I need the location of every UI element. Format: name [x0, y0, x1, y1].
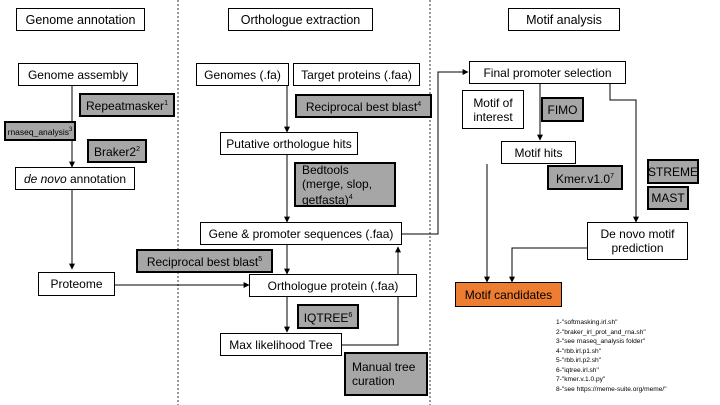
- footnote: 5-"rbb.irl.p2.sh": [556, 357, 601, 364]
- motif-hits-box: Motif hits: [501, 141, 576, 164]
- gene-promoter-sequences-box: Gene & promoter sequences (.faa): [200, 222, 402, 245]
- denovo-motif-prediction-box: De novo motif prediction: [587, 222, 688, 260]
- max-likelihood-tree-box: Max likelihood Tree: [220, 333, 342, 356]
- footnote: 1-"softmasking.irl.sh": [556, 319, 618, 326]
- footnote: 2-"braker_irl_prot_and_rna.sh": [556, 328, 646, 336]
- braker2-box: Braker22: [87, 139, 147, 163]
- footnote: 8-"see https://meme-suite.org/meme/": [556, 385, 667, 393]
- proteome-box: Proteome: [38, 272, 115, 296]
- bedtools-box: Bedtools (merge, slop, getfasta)4: [294, 162, 396, 207]
- header-motif-analysis: Motif analysis: [508, 8, 620, 31]
- kmer-box: Kmer.v1.07: [547, 165, 623, 190]
- rnaseq-analysis-box: rnaseq_analysis3: [4, 121, 76, 141]
- denovo-annotation-box: de novo annotation: [15, 167, 135, 190]
- footnotes: 1-"softmasking.irl.sh" 2-"braker_irl_pro…: [556, 318, 667, 394]
- motif-candidates-box: Motif candidates: [455, 282, 562, 307]
- putative-orthologue-hits-box: Putative orthologue hits: [220, 132, 358, 155]
- target-proteins-box: Target proteins (.faa): [293, 63, 420, 86]
- header-orthologue-extraction: Orthologue extraction: [228, 8, 373, 31]
- manual-tree-curation-box: Manual tree curation: [344, 352, 428, 396]
- fimo-box: FIMO: [541, 97, 584, 122]
- streme-box: STREME: [647, 159, 699, 184]
- iqtree-box: IQTREE6: [297, 304, 359, 329]
- orthologue-protein-box: Orthologue protein (.faa): [249, 274, 417, 297]
- reciprocal-best-blast-1-box: Reciprocal best blast4: [295, 94, 432, 118]
- genome-assembly-box: Genome assembly: [18, 63, 138, 86]
- footnote: 6-"iqtree.irl.sh": [556, 366, 599, 374]
- footnote: 4-"rbb.irl.p1.sh": [556, 347, 601, 355]
- genomes-fa-box: Genomes (.fa): [196, 63, 289, 86]
- arrow-gene-to-final: [402, 69, 469, 235]
- mast-box: MAST: [647, 186, 689, 210]
- arrow-final-to-denovo: [609, 84, 639, 223]
- final-promoter-selection-box: Final promoter selection: [469, 61, 626, 84]
- motif-of-interest-box: Motif of interest: [462, 90, 524, 129]
- footnote: 7-"kmer.v.1.0.py": [556, 376, 606, 383]
- footnote: 3-"see rnaseq_analysis folder": [556, 338, 645, 345]
- reciprocal-best-blast-2-box: Reciprocal best blast5: [136, 249, 273, 273]
- header-genome-annotation: Genome annotation: [16, 8, 145, 31]
- repeatmasker-box: Repeatmasker1: [79, 93, 175, 117]
- arrow-denovo-to-candidates: [509, 247, 587, 283]
